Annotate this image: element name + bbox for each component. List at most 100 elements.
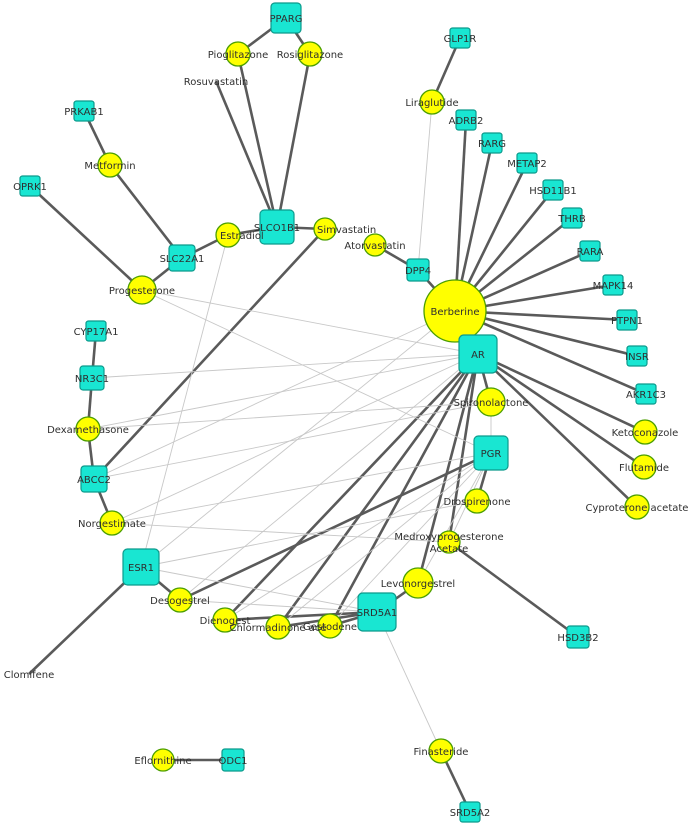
target-node-metap2[interactable] xyxy=(516,152,538,174)
edge-oprk1-progesterone xyxy=(29,185,143,291)
node-label-ptpn1: PTPN1 xyxy=(611,316,643,327)
drug-node-spironolactone[interactable] xyxy=(476,387,506,417)
drug-node-eflornithine[interactable] xyxy=(151,748,175,772)
drug-node-estradiol[interactable] xyxy=(215,222,241,248)
target-node-hsd11b1[interactable] xyxy=(542,179,564,201)
drug-node-norgestimate[interactable] xyxy=(99,510,125,536)
node-label-adrb2: ADRB2 xyxy=(449,116,484,127)
drug-node-simvastatin[interactable] xyxy=(313,217,337,241)
target-node-esr1[interactable] xyxy=(122,548,160,586)
drug-node-levonorgestrel[interactable] xyxy=(402,567,434,599)
node-label-eflornithine: Eflornithine xyxy=(134,756,191,767)
edge-pgr-desogestrel xyxy=(179,451,492,602)
node-label-abcc2: ABCC2 xyxy=(77,475,111,486)
target-node-cyp17a1[interactable] xyxy=(85,320,107,342)
drug-node-medroxy[interactable] xyxy=(437,530,461,554)
node-label-ar: AR xyxy=(471,350,485,361)
drug-node-metformin[interactable] xyxy=(97,152,123,178)
target-node-glp1r[interactable] xyxy=(449,27,471,49)
edge-dexamethasone-spironolactone xyxy=(87,401,492,430)
drug-node-flutamide[interactable] xyxy=(631,454,657,480)
target-node-dpp4[interactable] xyxy=(406,258,430,282)
drug-node-chlormadinone[interactable] xyxy=(265,614,291,640)
node-label-progesterone: Progesterone xyxy=(109,286,175,297)
node-label-thrb: THRB xyxy=(557,214,586,225)
node-label-srd5a2: SRD5A2 xyxy=(450,808,491,819)
edge-berberine-akr1c3 xyxy=(454,309,647,396)
edge-ar-flutamide xyxy=(477,352,645,469)
target-node-rara[interactable] xyxy=(579,240,601,262)
node-label-glp1r: GLP1R xyxy=(444,34,477,45)
edge-liraglutide-dpp4 xyxy=(417,101,433,271)
node-label-pparg: PPARG xyxy=(270,14,303,25)
node-label-hsd11b1: HSD11B1 xyxy=(529,186,577,197)
edge-ar-dienogest xyxy=(224,353,479,621)
edge-pioglitazone-slco1b1 xyxy=(236,53,279,228)
target-node-insr[interactable] xyxy=(626,345,648,367)
edge-norgestimate-pgr xyxy=(111,452,492,524)
target-node-slco1b1[interactable] xyxy=(259,209,295,245)
node-label-pioglitazone: Pioglitazone xyxy=(208,50,269,61)
drug-node-drospirenone[interactable] xyxy=(464,488,490,514)
target-node-akr1c3[interactable] xyxy=(635,383,657,405)
node-label-dienogest: Dienogest xyxy=(200,616,251,627)
drug-node-pioglitazone[interactable] xyxy=(225,41,251,67)
node-label-insr: INSR xyxy=(625,352,649,363)
node-label-pgr: PGR xyxy=(481,449,502,460)
target-node-oprk1[interactable] xyxy=(19,175,41,197)
target-node-pgr[interactable] xyxy=(473,435,509,471)
drug-node-ketoconazole[interactable] xyxy=(632,419,658,445)
drug-node-dexamethasone[interactable] xyxy=(75,416,101,442)
target-node-ar[interactable] xyxy=(458,334,498,374)
edge-medroxy-hsd3b2 xyxy=(448,540,579,639)
drug-node-liraglutide[interactable] xyxy=(419,89,445,115)
edge-ar-ketoconazole xyxy=(477,352,646,434)
node-label-srd5a1: SRD5A1 xyxy=(357,608,398,619)
node-label-cyproterone: Cyproterone acetate xyxy=(586,503,689,514)
node-label-rarg: RARG xyxy=(478,139,506,150)
target-node-pparg[interactable] xyxy=(270,2,302,34)
node-label-berberine: Berberine xyxy=(430,307,479,318)
drug-node-dienogest[interactable] xyxy=(212,607,238,633)
edge-srd5a1-finasteride xyxy=(376,611,442,752)
drug-node-cyproterone[interactable] xyxy=(624,494,650,520)
target-node-hsd3b2[interactable] xyxy=(566,625,590,649)
drug-node-atorvastatin[interactable] xyxy=(363,233,387,257)
node-label-spironolactone: Spironolactone xyxy=(454,398,529,409)
target-node-nr3c1[interactable] xyxy=(79,365,105,391)
drug-node-gestodene[interactable] xyxy=(317,613,343,639)
node-label-flutamide: Flutamide xyxy=(619,463,669,474)
edge-rosuvastatin-slco1b1 xyxy=(214,80,279,228)
target-node-mapk14[interactable] xyxy=(602,274,624,296)
target-node-slc22a1[interactable] xyxy=(168,244,196,272)
edge-desogestrel-srd5a1 xyxy=(179,599,378,613)
node-label-cyp17a1: CYP17A1 xyxy=(74,327,119,338)
target-node-abcc2[interactable] xyxy=(80,465,108,493)
node-label-ketoconazole: Ketoconazole xyxy=(612,428,679,439)
drug-node-progesterone[interactable] xyxy=(127,275,157,305)
target-node-adrb2[interactable] xyxy=(455,109,477,131)
node-label-finasteride: Finasteride xyxy=(414,747,469,758)
target-node-odc1[interactable] xyxy=(221,748,245,772)
drug-node-finasteride[interactable] xyxy=(428,738,454,764)
target-node-ptpn1[interactable] xyxy=(616,309,638,331)
nodes-layer xyxy=(19,2,658,823)
target-node-thrb[interactable] xyxy=(561,207,583,229)
edges-layer xyxy=(28,16,647,813)
target-node-srd5a2[interactable] xyxy=(459,801,481,823)
target-node-prkab1[interactable] xyxy=(73,100,95,122)
node-label-metformin: Metformin xyxy=(84,161,135,172)
target-node-rarg[interactable] xyxy=(481,132,503,154)
edge-esr1-clomifene xyxy=(28,566,142,675)
drug-node-rosiglitazone[interactable] xyxy=(297,41,323,67)
drug-node-desogestrel[interactable] xyxy=(167,587,193,613)
edge-chlormadinone-pgr xyxy=(277,452,492,628)
node-label-dpp4: DPP4 xyxy=(405,266,431,277)
target-node-srd5a1[interactable] xyxy=(357,592,397,632)
node-label-levonorgestrel: Levonorgestrel xyxy=(381,579,455,590)
node-label-nr3c1: NR3C1 xyxy=(75,374,109,385)
drug-node-berberine[interactable] xyxy=(423,279,487,343)
edge-abcc2-berberine xyxy=(93,310,456,480)
